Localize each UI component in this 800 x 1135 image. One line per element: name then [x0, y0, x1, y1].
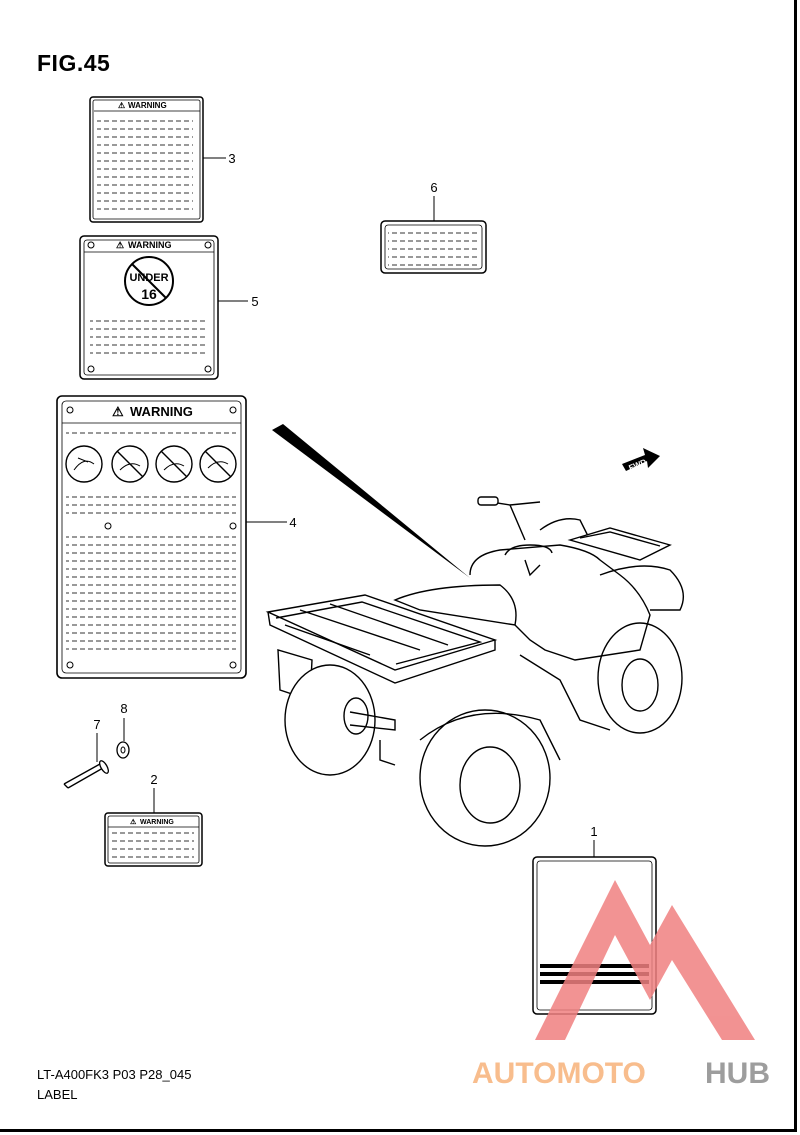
- fwd-arrow-icon: FWD: [622, 448, 660, 473]
- part-7-rivet: [63, 760, 110, 789]
- label-3-warning-text: WARNING: [128, 101, 167, 110]
- svg-text:⚠: ⚠: [130, 818, 137, 826]
- label-6-sticker: [380, 220, 487, 274]
- svg-text:FWD: FWD: [627, 457, 647, 472]
- logo-text-automoto: AUTOMOTO: [472, 1057, 646, 1090]
- callout-5: 5: [251, 294, 258, 309]
- callout-7: 7: [93, 717, 100, 732]
- label-5-under16-sticker: ⚠ WARNING UNDER 16: [79, 235, 219, 380]
- part-8-washer: [116, 741, 130, 759]
- figure-caption: LABEL: [37, 1087, 78, 1102]
- pictogram-icons: [65, 445, 237, 483]
- atv-outline: [265, 496, 684, 847]
- callout-2: 2: [150, 772, 157, 787]
- callout-4: 4: [289, 515, 296, 530]
- callout-6: 6: [430, 180, 437, 195]
- age-16-text: 16: [141, 286, 157, 302]
- under-text: UNDER: [129, 272, 168, 284]
- label-3-warning-sticker: ⚠ WARNING: [89, 96, 204, 223]
- callout-8: 8: [120, 701, 127, 716]
- callout-3: 3: [228, 151, 235, 166]
- prohibition-circle-icon: [124, 256, 174, 306]
- svg-text:⚠: ⚠: [116, 240, 124, 250]
- label-4-large-warning-sticker: ⚠ WARNING: [56, 395, 247, 679]
- svg-text:⚠: ⚠: [112, 404, 124, 419]
- figure-title: FIG.45: [37, 50, 111, 76]
- warning-triangle-icon: ⚠: [118, 101, 125, 110]
- automotohub-logo: AUTOMOTO HUB: [472, 880, 770, 1090]
- label-4-position-arrow: [272, 424, 470, 578]
- figure-code: LT-A400FK3 P03 P28_045: [37, 1067, 192, 1082]
- label-2-warning-text: WARNING: [140, 819, 174, 826]
- callout-1: 1: [590, 824, 597, 839]
- label-5-warning-text: WARNING: [128, 240, 172, 250]
- logo-text-hub: HUB: [705, 1057, 770, 1090]
- label-2-warning-sticker: ⚠ WARNING: [104, 812, 203, 867]
- label-4-warning-text: WARNING: [130, 404, 193, 419]
